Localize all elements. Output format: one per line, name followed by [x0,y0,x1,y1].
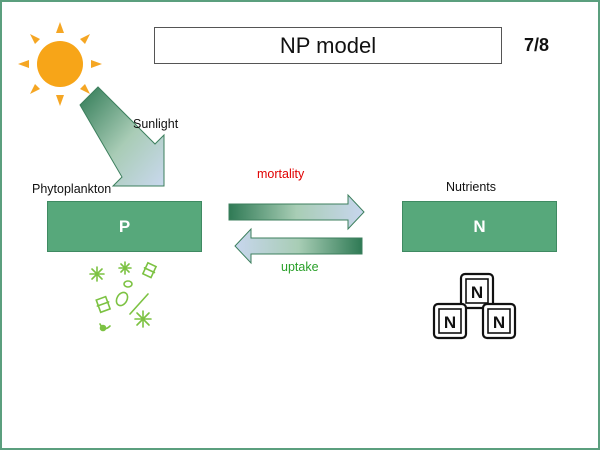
sunlight-label: Sunlight [133,117,179,131]
nutrient-bag-letter: N [493,313,505,332]
nutrient-bag-letter: N [471,283,483,302]
sun-icon [18,22,102,106]
nutrients-caption: Nutrients [446,180,497,194]
nutrient-bag-letter: N [444,313,456,332]
mortality-arrow [228,193,365,231]
uptake-arrow [234,227,363,265]
page-number: 7/8 [524,35,550,55]
nutrient-bags-icon: N N N [432,272,517,340]
nutrients-box: N [402,201,557,252]
phytoplankton-box: P [47,201,202,252]
sunlight-arrow [79,86,165,187]
phytoplankton-cluster-icon [89,261,158,332]
mortality-label: mortality [257,167,305,181]
slide-title: NP model [154,27,502,64]
phytoplankton-caption: Phytoplankton [32,182,112,196]
uptake-label: uptake [281,260,319,274]
